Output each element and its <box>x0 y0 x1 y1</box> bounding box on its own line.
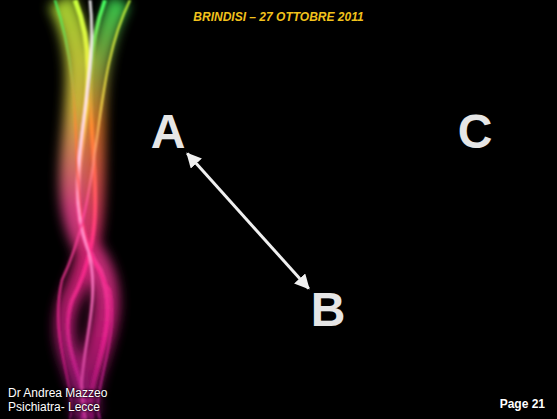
node-letter: A <box>151 108 186 156</box>
page-number: Page 21 <box>500 397 545 411</box>
double-arrow <box>187 153 308 288</box>
author-credit: Dr Andrea Mazzeo Psichiatra- Lecce <box>8 386 116 414</box>
letter-node: A <box>145 106 192 158</box>
node-letter: C <box>458 108 493 156</box>
slide-title: BRINDISI – 27 OTTOBRE 2011 <box>0 10 557 24</box>
letter-node: B <box>305 284 352 336</box>
letter-node: C <box>452 106 499 158</box>
node-letter: B <box>311 286 346 334</box>
